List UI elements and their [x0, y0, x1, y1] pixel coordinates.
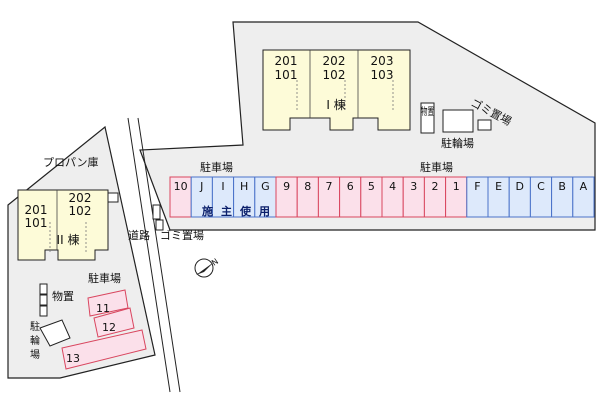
parking-space-label-I: I	[221, 180, 224, 193]
building-one	[262, 49, 411, 131]
parking-space-label-B: B	[558, 180, 566, 193]
parking-left-label: 駐車場	[88, 271, 121, 285]
b2-unit1-lower: 101	[25, 216, 48, 230]
parking-space-label-10: 10	[174, 180, 188, 193]
bike-left-shelter	[39, 319, 71, 347]
b1-unit3-lower: 103	[371, 68, 394, 82]
b1-unit3-upper: 203	[371, 54, 394, 68]
parking-space-label-8: 8	[304, 180, 311, 193]
building-two-label: II 棟	[57, 232, 80, 247]
parking-space-label-6: 6	[347, 180, 354, 193]
road-edge-left	[127, 117, 171, 393]
road-edge-right	[137, 117, 181, 393]
storage-left-box-3	[39, 305, 48, 317]
parking-space-label-F: F	[474, 180, 480, 193]
b1-unit1-upper: 201	[275, 54, 298, 68]
garbage-left-label: ゴミ置場	[160, 228, 204, 242]
parking-space-label-3: 3	[410, 180, 417, 193]
parking-space-12: 12	[102, 321, 116, 334]
propane-label: プロパン庫	[43, 155, 99, 169]
storage-top-label: 物置	[421, 105, 434, 118]
storage-left-label: 物置	[52, 289, 74, 303]
parking-space-label-J: J	[199, 180, 203, 193]
road-label: 道路	[128, 228, 150, 242]
left-parking-lot	[61, 289, 147, 370]
parking-space-A	[572, 176, 595, 218]
parking-space-11: 11	[96, 302, 110, 315]
svg-text:N: N	[210, 257, 220, 268]
parking-space-label-C: C	[537, 180, 545, 193]
building-two	[17, 189, 109, 261]
b2-unit2-upper: 202	[69, 191, 92, 205]
parking-space-label-D: D	[516, 180, 524, 193]
b1-unit2-upper: 202	[323, 54, 346, 68]
parking-space-label-9: 9	[283, 180, 290, 193]
parking-space-label-2: 2	[432, 180, 439, 193]
parking-space-label-E: E	[495, 180, 502, 193]
parking-space-label-A: A	[580, 180, 588, 193]
b2-unit1-upper: 201	[25, 203, 48, 217]
b1-unit2-lower: 102	[323, 68, 346, 82]
parking-space-label-5: 5	[368, 180, 375, 193]
storage-left-box-1	[39, 283, 48, 295]
parking-space-label-H: H	[240, 180, 248, 193]
bike-top-shelter	[442, 109, 474, 133]
parking-space-label-G: G	[261, 180, 270, 193]
parking-top-left-label: 駐車場	[200, 160, 233, 174]
b2-unit2-lower: 102	[69, 204, 92, 218]
garbage-left-box	[152, 204, 161, 220]
parking-space-label-4: 4	[389, 180, 396, 193]
bike-top-label: 駐輪場	[441, 136, 474, 150]
storage-left-box-2	[39, 294, 48, 306]
north-arrow-icon: N	[194, 257, 220, 278]
parking-top-right-label: 駐車場	[420, 160, 453, 174]
parking-space-label-1: 1	[453, 180, 460, 193]
parking-space-label-7: 7	[326, 180, 333, 193]
bike-left-label: 駐輪場	[30, 320, 40, 361]
garbage-left-box-2	[155, 219, 164, 231]
parking-space-13: 13	[66, 352, 80, 365]
storage-top-box	[420, 102, 435, 134]
b1-unit1-lower: 101	[275, 68, 298, 82]
garbage-top-box	[477, 119, 492, 131]
building-one-label: I 棟	[326, 97, 345, 112]
